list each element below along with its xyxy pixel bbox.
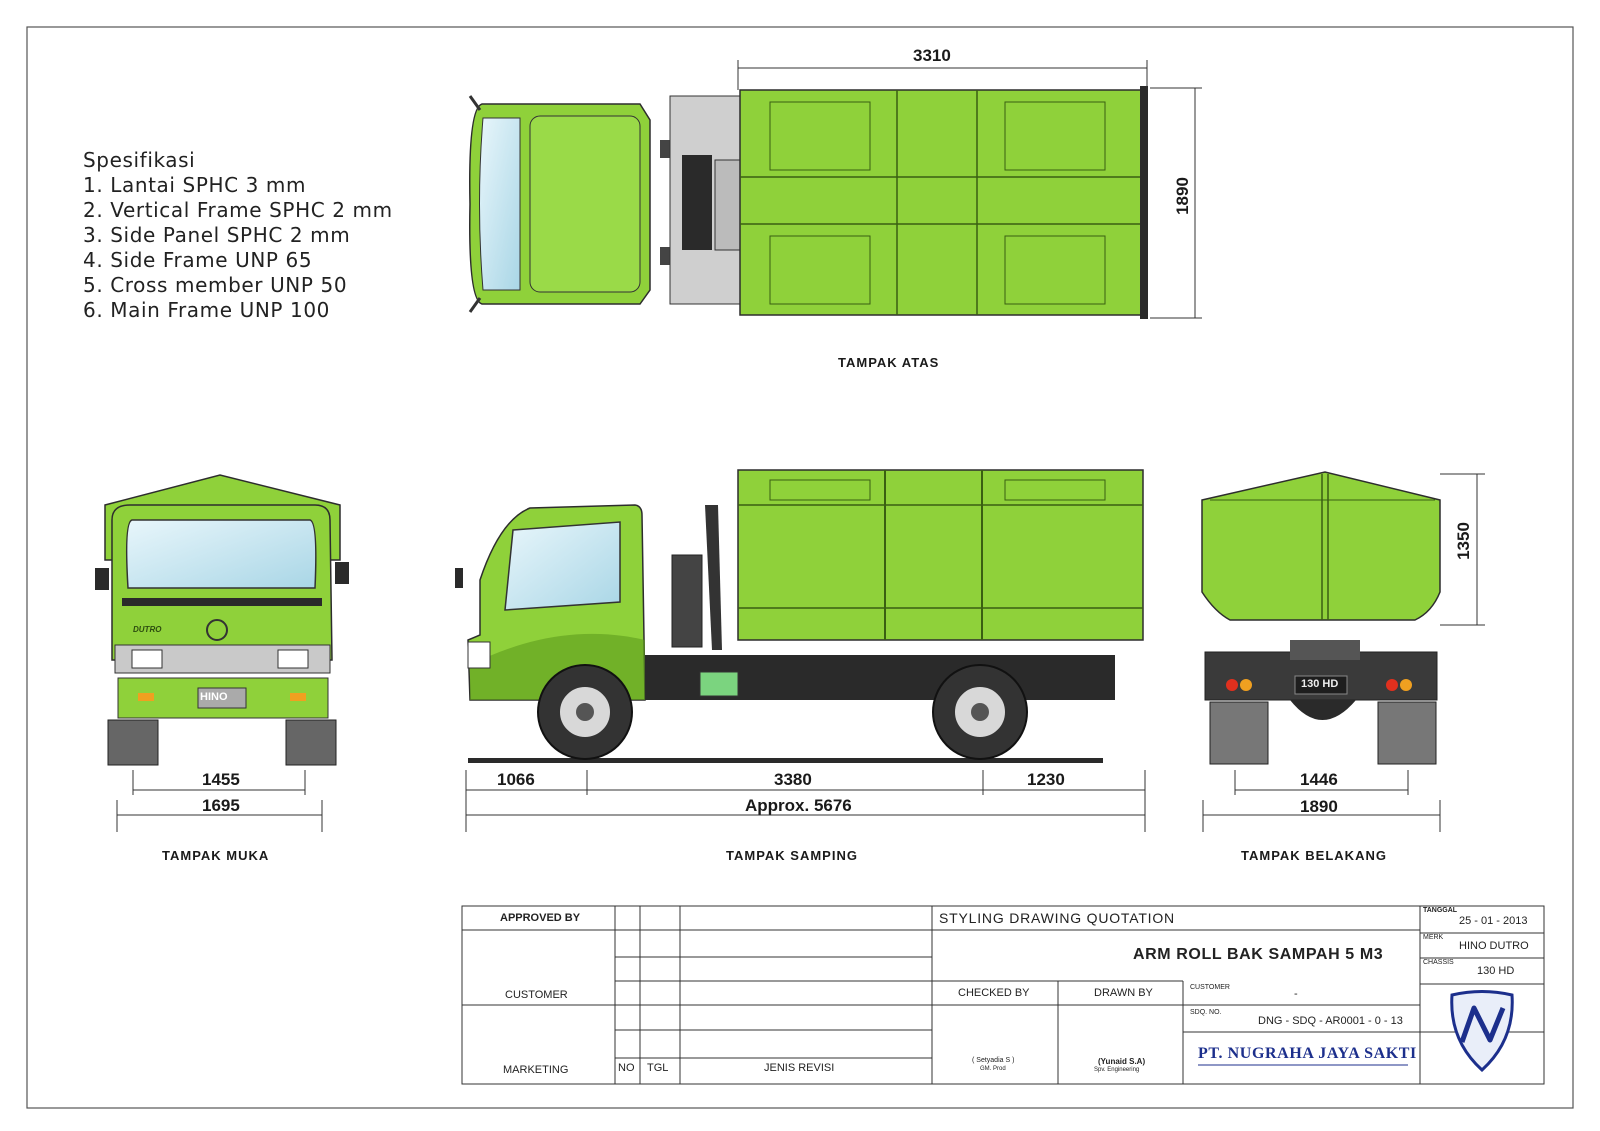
front-view-truck <box>95 474 349 766</box>
revision-type-header: JENIS REVISI <box>764 1062 835 1074</box>
dim-rear-height: 1350 <box>1453 522 1473 560</box>
dim-top-width: 1890 <box>1172 177 1192 215</box>
label-top-view: TAMPAK ATAS <box>838 355 940 370</box>
top-view-dimensions <box>737 60 1202 319</box>
drawer-role: Spv. Engineering <box>1094 1067 1140 1073</box>
side-view-dimensions <box>465 770 1146 832</box>
checker-role: GM. Prod <box>980 1066 1006 1072</box>
front-grille-logo: HINO <box>200 691 228 703</box>
dim-front-track: 1455 <box>202 770 240 789</box>
rear-view-dimensions <box>1202 473 1485 832</box>
side-view-truck <box>455 469 1144 763</box>
marketing-label: MARKETING <box>503 1064 569 1076</box>
chassis-label: CHASSIS <box>1423 959 1454 966</box>
rear-view-truck <box>1201 471 1441 765</box>
customer-field-label: CUSTOMER <box>1190 984 1230 991</box>
sdq-label: SDQ. NO. <box>1190 1009 1222 1016</box>
front-view-dimensions <box>116 770 323 832</box>
company-name: PT. NUGRAHA JAYA SAKTI <box>1198 1045 1417 1062</box>
date-label: TANGGAL <box>1423 907 1458 914</box>
customer-label: CUSTOMER <box>505 989 568 1001</box>
date-value: 25 - 01 - 2013 <box>1459 915 1528 927</box>
company-logo <box>1450 990 1514 1073</box>
dim-wheelbase: 3380 <box>774 770 812 789</box>
drawn-by-label: DRAWN BY <box>1094 987 1153 999</box>
drawing-title: ARM ROLL BAK SAMPAH 5 M3 <box>1133 946 1384 963</box>
sdq-number: DNG - SDQ - AR0001 - 0 - 13 <box>1258 1015 1403 1027</box>
revision-date-header: TGL <box>647 1062 669 1074</box>
specification-list: Spesifikasi 1. Lantai SPHC 3 mm 2. Verti… <box>83 148 393 323</box>
front-model-badge: DUTRO <box>133 625 162 634</box>
dim-top-length: 3310 <box>913 46 951 65</box>
spec-item: 5. Cross member UNP 50 <box>83 273 348 297</box>
checked-by-label: CHECKED BY <box>958 987 1030 999</box>
label-side-view: TAMPAK SAMPING <box>726 848 858 863</box>
chassis-value: 130 HD <box>1477 965 1515 977</box>
label-rear-view: TAMPAK BELAKANG <box>1241 848 1387 863</box>
rear-license-plate: 130 HD <box>1301 678 1339 690</box>
top-view-truck <box>468 86 1148 319</box>
checker-name: ( Setyadia S ) <box>972 1057 1015 1064</box>
dim-rear-overhang: 1230 <box>1027 770 1065 789</box>
drawing-type: STYLING DRAWING QUOTATION <box>939 910 1175 926</box>
drawer-name: (Yunaid S.A) <box>1098 1057 1146 1066</box>
approved-by-label: APPROVED BY <box>500 912 581 924</box>
spec-item: 2. Vertical Frame SPHC 2 mm <box>83 198 393 222</box>
specification-heading: Spesifikasi <box>83 148 196 172</box>
dim-front-overhang: 1066 <box>497 770 535 789</box>
spec-item: 1. Lantai SPHC 3 mm <box>83 173 307 197</box>
dim-total-length: Approx. 5676 <box>745 796 852 815</box>
brand-value: HINO DUTRO <box>1459 940 1529 952</box>
dim-rear-track: 1446 <box>1300 770 1338 789</box>
spec-item: 4. Side Frame UNP 65 <box>83 248 313 272</box>
dim-front-width: 1695 <box>202 796 240 815</box>
label-front-view: TAMPAK MUKA <box>162 848 270 863</box>
customer-field-value: - <box>1294 988 1298 1000</box>
spec-item: 3. Side Panel SPHC 2 mm <box>83 223 351 247</box>
revision-no-header: NO <box>618 1062 635 1074</box>
dim-rear-width: 1890 <box>1300 797 1338 816</box>
spec-item: 6. Main Frame UNP 100 <box>83 298 331 322</box>
brand-label: MERK <box>1423 934 1444 941</box>
